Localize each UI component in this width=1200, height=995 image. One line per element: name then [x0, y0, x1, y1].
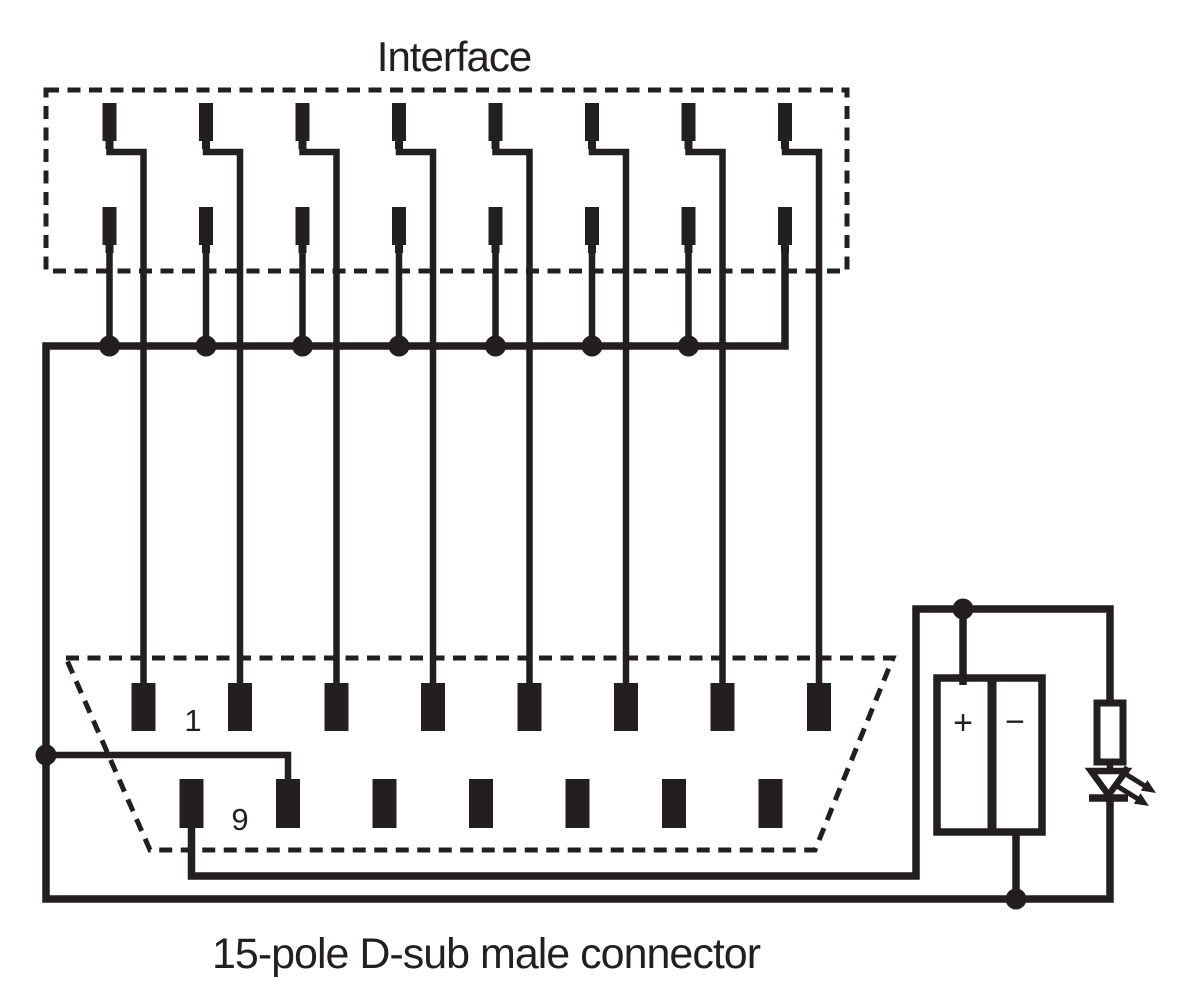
- switch-top-contact-pin: [102, 103, 117, 141]
- switch-contact-pair: [102, 103, 147, 695]
- switch-bottom-contact-pin: [585, 207, 599, 245]
- switch-top-contact-pin: [488, 103, 503, 141]
- bus-junction-dot: [581, 335, 603, 357]
- interface-label: Interface: [377, 33, 531, 80]
- led-light-arrows: [1110, 765, 1156, 806]
- dsub-top-pin: [807, 683, 831, 731]
- dsub-bottom-pin: [662, 779, 686, 828]
- switch-top-contact-pin: [199, 103, 213, 141]
- switch-top-contact-tip: [781, 141, 789, 149]
- battery-plus-sign: +: [953, 704, 973, 742]
- junction-dot: [952, 598, 974, 620]
- junction-dot: [1005, 888, 1027, 910]
- switch-bottom-contact-tip: [202, 245, 210, 253]
- dsub-connector-outline: [62, 655, 897, 853]
- switch-to-connector-wire: [492, 146, 533, 695]
- dsub-top-pin: [324, 683, 349, 731]
- dsub-bottom-pin: [469, 779, 493, 828]
- dsub-bottom-pin: [372, 779, 397, 828]
- dsub-bottom-pin: [276, 779, 300, 828]
- switch-bottom-contact-tip: [684, 245, 693, 253]
- bus-junction-dot: [388, 335, 410, 357]
- interface-box-outline: [43, 87, 850, 274]
- switch-bottom-contact-pin: [488, 207, 503, 245]
- switch-top-contact-tip: [491, 141, 500, 149]
- switch-contact-pair: [488, 103, 533, 695]
- dsub-bottom-pin-row: [179, 779, 783, 828]
- switch-bottom-contact-pin: [199, 207, 213, 245]
- bus-junction-dot: [195, 335, 217, 357]
- switch-top-contact-tip: [684, 141, 693, 149]
- battery-minus-sign: −: [1005, 703, 1025, 741]
- switch-bottom-contact-pin: [681, 207, 696, 245]
- switch-bottom-contact-pin: [102, 207, 117, 245]
- switch-to-connector-wire: [685, 146, 726, 695]
- switch-contact-pair: [199, 103, 244, 695]
- bus-junction-dot: [678, 335, 699, 357]
- switch-bottom-contact-tip: [298, 245, 307, 253]
- dsub-top-pin: [710, 683, 735, 731]
- interface-switch-contacts: [102, 103, 823, 695]
- switch-to-connector-wire: [395, 146, 437, 695]
- dsub-bottom-pin: [758, 779, 783, 828]
- switch-to-connector-wire: [106, 146, 147, 695]
- switch-to-connector-wire: [202, 146, 244, 695]
- switch-bottom-contact-pin: [392, 207, 406, 245]
- switch-top-contact-tip: [202, 141, 210, 149]
- led-arrow-fletch: [1117, 765, 1129, 780]
- resistor-symbol: [1093, 699, 1127, 766]
- switch-contact-pair: [681, 103, 726, 695]
- switch-top-contact-pin: [392, 103, 406, 141]
- bus-junction-dots: [99, 335, 699, 357]
- dsub-top-pin: [131, 683, 156, 731]
- pin9-positive-wire: [187, 605, 1114, 880]
- switch-bottom-contact-tip: [105, 245, 114, 253]
- dsub-top-pin: [614, 683, 638, 731]
- pin1-label: 1: [184, 703, 201, 738]
- led-arrow-head: [1133, 793, 1149, 806]
- switch-to-connector-wire: [299, 146, 340, 695]
- pin10-branch-wire: [46, 751, 292, 781]
- led-arrow-shaft: [1122, 770, 1147, 789]
- connector-caption: 15-pole D-sub male connector: [212, 930, 761, 978]
- switch-top-contact-tip: [395, 141, 403, 149]
- dsub-bottom-pin: [565, 779, 590, 828]
- switch-to-connector-wire: [588, 146, 630, 695]
- switch-bottom-contact-pin: [778, 207, 792, 245]
- switch-top-contact-pin: [778, 103, 792, 141]
- switch-bottom-contact-tip: [395, 245, 403, 253]
- bus-junction-dot: [485, 335, 506, 357]
- switch-top-contact-pin: [585, 103, 599, 141]
- dsub-top-pin: [421, 683, 445, 731]
- ground-bus-wire: [42, 251, 1114, 903]
- switch-to-connector-wire: [781, 146, 823, 695]
- switch-top-contact-tip: [298, 141, 307, 149]
- switch-top-contact-pin: [295, 103, 310, 141]
- led-arrow-head: [1140, 780, 1156, 793]
- switch-contact-pair: [585, 103, 630, 695]
- switch-bottom-contact-tip: [491, 245, 500, 253]
- led-arrow-shaft: [1115, 783, 1140, 802]
- switch-bottom-contact-tip: [781, 245, 789, 253]
- switch-top-contact-pin: [681, 103, 696, 141]
- switch-top-contact-tip: [588, 141, 596, 149]
- led-icon: [1084, 765, 1156, 806]
- switch-contact-pair: [778, 103, 823, 695]
- switch-contact-pair: [392, 103, 437, 695]
- switch-contact-pair: [295, 103, 340, 695]
- dsub-top-pin-row: [131, 683, 831, 731]
- dsub-top-pin: [517, 683, 542, 731]
- switch-bottom-contact-tip: [588, 245, 596, 253]
- bus-junction-dot: [99, 335, 120, 357]
- dsub-top-pin: [228, 683, 252, 731]
- dsub-bottom-pin: [179, 779, 204, 828]
- pin9-label: 9: [231, 802, 248, 837]
- bus-junction-dot: [292, 335, 313, 357]
- switch-top-contact-tip: [105, 141, 114, 149]
- battery-symbol: + −: [933, 598, 1046, 910]
- switch-bottom-contact-pin: [295, 207, 310, 245]
- led-arrow-fletch: [1110, 778, 1122, 793]
